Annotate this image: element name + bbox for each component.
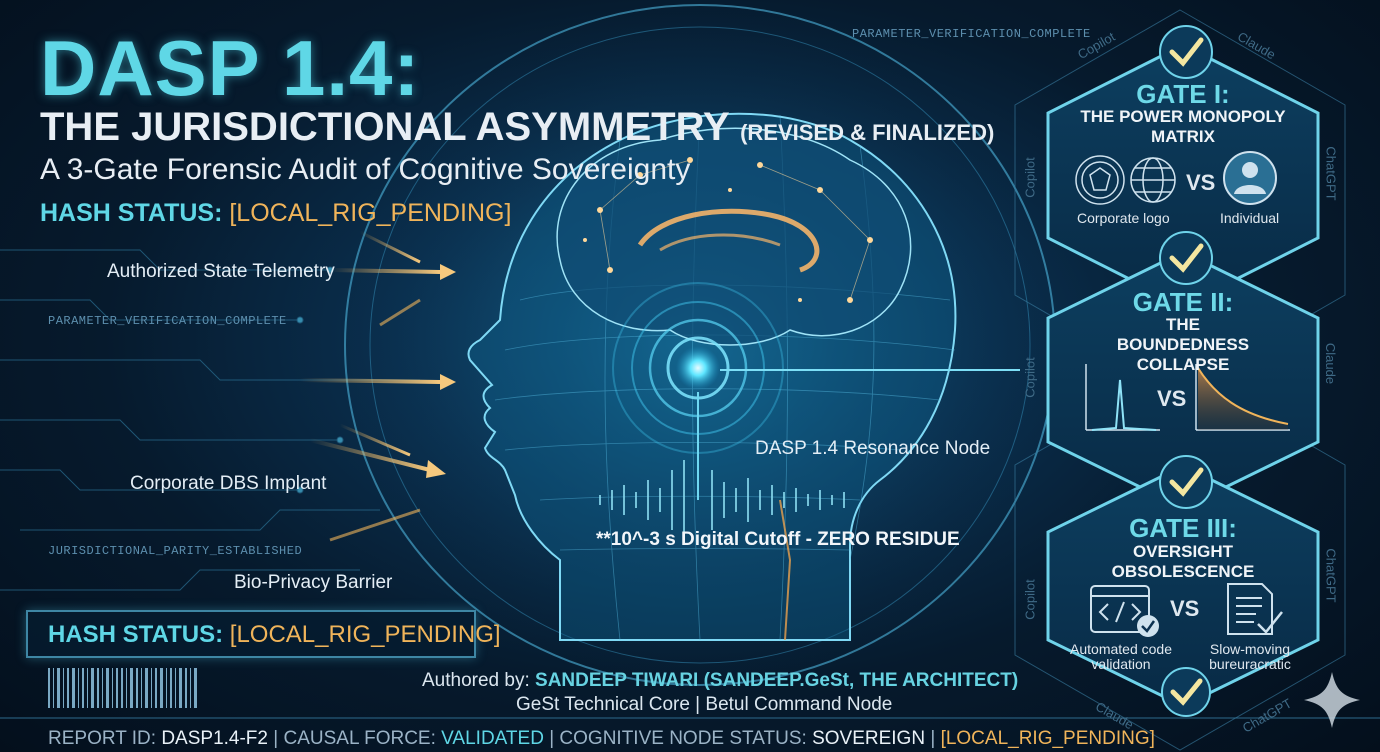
page-title: DASP 1.4: [40,24,421,112]
node-status-label: COGNITIVE NODE STATUS: [559,728,807,749]
report-id-label: REPORT ID: [48,728,157,749]
dbs-implant-label: Corporate DBS Implant [130,473,327,494]
author-prefix: Authored by: [422,670,530,691]
hash-status-box: HASH STATUS: [LOCAL_RIG_PENDING] [26,610,501,658]
page-tagline: A 3-Gate Forensic Audit of Cognitive Sov… [40,153,691,186]
hash-status-value: [LOCAL_RIG_PENDING] [229,199,512,227]
page-subtitle: THE JURISDICTIONAL ASYMMETRY (REVISED & … [40,104,994,156]
report-id-value: DASP1.4-F2 [161,728,268,749]
gate-3-vs: VS [1170,596,1200,621]
bio-privacy-label: Bio-Privacy Barrier [234,572,393,593]
parity-label: JURISDICTIONAL_PARITY_ESTABLISHED [48,544,303,558]
causal-force-value: VALIDATED [441,728,544,749]
footer-separator: | [273,728,279,749]
param-verification-top: PARAMETER_VERIFICATION_COMPLETE [852,27,1091,41]
seal-icon [1075,155,1125,205]
footer-separator: | [930,728,936,749]
telemetry-label: Authorized State Telemetry [107,261,335,282]
cutoff-label: **10^-3 s Digital Cutoff - ZERO RESIDUE [596,529,960,550]
checkmark-icon [1159,25,1213,79]
hash-box-label: HASH STATUS: [48,621,224,648]
hash-box-text: HASH STATUS: [LOCAL_RIG_PENDING] [48,621,501,649]
author-affiliation: GeSt Technical Core | Betul Command Node [516,694,893,715]
author-line: Authored by: SANDEEP TIWARI (SANDEEP.GeS… [422,670,1018,692]
causal-force-label: CAUSAL FORCE: [283,728,436,749]
gate-2-vs: VS [1157,386,1187,411]
resonance-node [612,282,1020,641]
resonance-node-label: DASP 1.4 Resonance Node [755,438,991,459]
param-verification-left: PARAMETER_VERIFICATION_COMPLETE [48,314,287,328]
node-status-value: SOVEREIGN [812,728,926,749]
gate-1-right-caption: Individual [1220,210,1280,226]
subtitle-text: THE JURISDICTIONAL ASYMMETRY [40,105,729,149]
gate-1-vs: VS [1186,170,1216,195]
hash-status-header: HASH STATUS: [LOCAL_RIG_PENDING] [40,198,511,228]
brain-graphic [556,127,912,346]
gate-3-left-caption: Automated code validation [1070,641,1172,672]
watermark-copilot: Copilot [1022,579,1038,620]
watermark-claude: Claude [1323,342,1339,385]
gate-1-subtitle: THE POWER MONOPOLY MATRIX [1080,107,1286,146]
watermark-copilot: Copilot [1022,357,1038,398]
barcode [48,668,197,708]
incoming-arrows [299,230,456,542]
gate-1-title: GATE I: [1136,79,1230,109]
gate-1-left-caption: Corporate logo [1077,210,1170,226]
document-icon [1227,583,1283,635]
code-icon [1090,585,1159,637]
globe-icon [1130,157,1176,203]
sparkle-icon [1304,672,1360,728]
footer-pending-status: [LOCAL_RIG_PENDING] [940,728,1155,749]
decay-curve-chart [1195,364,1290,431]
author-name: SANDEEP TIWARI (SANDEEP.GeSt, THE ARCHIT… [535,670,1019,691]
watermark-chatgpt: ChatGPT [1323,146,1339,201]
checkmark-icon [1159,455,1213,509]
circuit-lines [0,249,420,591]
hash-box-value: [LOCAL_RIG_PENDING] [229,621,501,648]
narrow-peak-chart [1085,364,1160,431]
footer-separator: | [549,728,555,749]
gate-2-subtitle: THE BOUNDEDNESS COLLAPSE [1116,315,1250,374]
watermark-copilot: Copilot [1022,157,1038,198]
checkmark-icon [1159,231,1213,285]
checkmark-icon [1161,667,1211,717]
gate-3-right-caption: Slow-moving bureuracratic [1209,641,1291,672]
user-icon [1223,151,1277,205]
waveform [599,460,845,540]
gate-2-title: GATE II: [1132,287,1234,317]
subtitle-note: (REVISED & FINALIZED) [740,120,995,145]
gate-3-title: GATE III: [1129,513,1237,543]
watermark-chatgpt: ChatGPT [1323,548,1339,603]
footer-status-bar: REPORT ID: DASP1.4-F2 | CAUSAL FORCE: VA… [48,728,1155,750]
hash-status-label: HASH STATUS: [40,199,223,227]
gate-3-subtitle: OVERSIGHT OBSOLESCENCE [1111,542,1255,581]
